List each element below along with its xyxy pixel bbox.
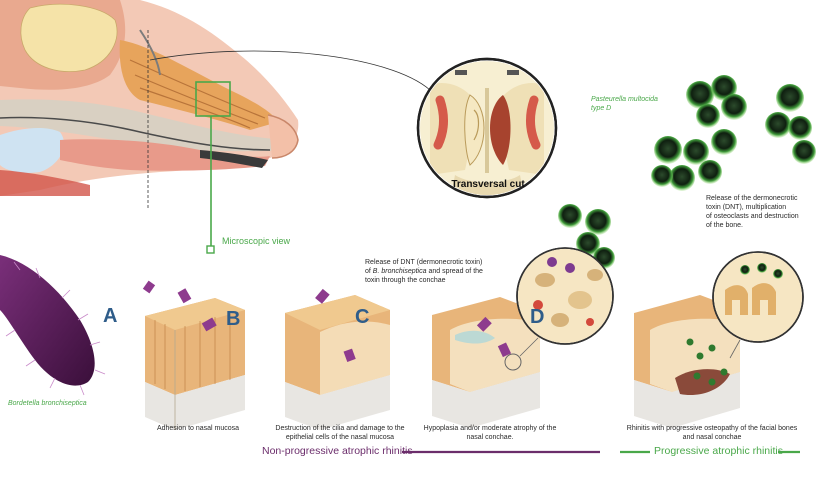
tissue-block-ab: [142, 280, 245, 430]
bordetella-rod: [0, 255, 106, 396]
progressive-section-label: Progressive atrophic rhinitis: [654, 445, 783, 457]
pasteurella-cluster: [558, 75, 816, 269]
transversal-cut-figure: [416, 57, 558, 199]
pig-head-section: [0, 0, 299, 196]
non-progressive-section-label: Non-progressive atrophic rhinitis: [262, 445, 413, 457]
tissue-block-c: [285, 288, 390, 430]
zoom-circle-d: [516, 247, 614, 345]
zoom-node: [206, 245, 215, 254]
stage-letter-b: B: [226, 308, 241, 330]
stage-c-caption: Destruction of the cilia and damage to t…: [275, 425, 405, 441]
tissue-block-e: [634, 295, 741, 428]
zoom-box: [195, 81, 231, 117]
cut-pointer: [149, 50, 431, 91]
dnt-right-caption: Release of the dermonecrotic toxin (DNT)…: [706, 195, 799, 229]
dnt-mid-caption: Release of DNT (dermonecrotic toxin) of …: [365, 259, 483, 284]
stage-a-caption: Adhesion to nasal mucosa: [156, 425, 240, 432]
zoom-circle-e: [712, 251, 804, 343]
stage-e-caption: Rhinitis with progressive osteopathy of …: [626, 425, 798, 441]
tissue-block-d: [432, 297, 540, 428]
transversal-cut-label: Transversal cut: [451, 179, 525, 190]
stage-d-caption: Hypoplasia and/or moderate atrophy of th…: [423, 425, 557, 441]
pasteurella-label: Pasteurella multocida type D: [591, 96, 658, 112]
stage-letter-c: C: [355, 306, 370, 328]
bordetella-label: Bordetella bronchiseptica: [8, 400, 87, 407]
stage-letter-d: D: [530, 306, 545, 328]
microscopic-view-label: Microscopic view: [222, 236, 291, 246]
stage-letter-a: A: [103, 305, 118, 327]
